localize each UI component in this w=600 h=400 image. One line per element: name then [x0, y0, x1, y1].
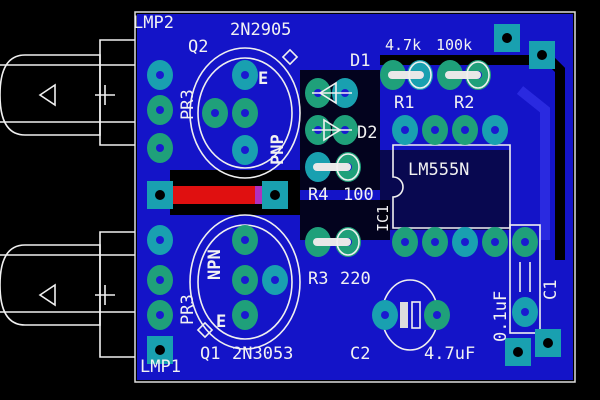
- drill-hole: [156, 236, 164, 244]
- label-q2-type: PNP: [268, 134, 288, 165]
- led-lmp2: [0, 39, 135, 146]
- drill-hole: [543, 338, 553, 348]
- drill-hole: [491, 126, 499, 134]
- label-pr3-bottom: PR3: [178, 294, 198, 325]
- label-r4: R4: [308, 185, 328, 205]
- drill-hole: [461, 238, 469, 246]
- drill-hole: [521, 308, 529, 316]
- label-r3: R3: [308, 269, 328, 289]
- label-c1-value: 0.1uF: [491, 291, 511, 342]
- drill-hole: [433, 311, 441, 319]
- drill-hole: [241, 71, 249, 79]
- label-r2: R2: [454, 93, 474, 113]
- drill-hole: [401, 126, 409, 134]
- drill-hole: [155, 345, 165, 355]
- drill-hole: [401, 238, 409, 246]
- resistor-bodies: [312, 61, 531, 329]
- label-r1-value: 4.7k: [385, 36, 421, 54]
- label-q2-part: 2N2905: [230, 20, 291, 40]
- drill-hole: [156, 144, 164, 152]
- drill-hole: [537, 50, 547, 60]
- label-c1: C1: [541, 280, 561, 300]
- drill-hole: [156, 276, 164, 284]
- copper-pour: [137, 14, 573, 380]
- drill-hole: [431, 238, 439, 246]
- drill-hole: [241, 311, 249, 319]
- led-lmp1: [0, 231, 135, 358]
- drill-hole: [271, 276, 279, 284]
- drill-hole: [241, 146, 249, 154]
- drill-hole: [491, 238, 499, 246]
- label-q1: Q1: [200, 344, 220, 364]
- drill-hole: [155, 190, 165, 200]
- label-lmp1: LMP1: [140, 357, 181, 377]
- drill-hole: [270, 190, 280, 200]
- label-d1: D1: [350, 51, 370, 71]
- label-pr3-top: PR3: [178, 89, 198, 120]
- label-ic1-part: LM555N: [408, 160, 469, 180]
- q2-outline: [189, 47, 301, 179]
- drill-hole: [241, 109, 249, 117]
- label-q1-emitter: E: [216, 312, 226, 332]
- label-r1: R1: [394, 93, 414, 113]
- label-r2-value: 100k: [436, 36, 472, 54]
- label-d2: D2: [357, 123, 377, 143]
- label-q2-emitter: E: [258, 69, 268, 89]
- drill-hole: [211, 109, 219, 117]
- board-outline: [134, 11, 576, 383]
- drill-hole: [521, 238, 529, 246]
- drill-hole: [461, 126, 469, 134]
- drill-hole: [156, 106, 164, 114]
- drill-hole: [241, 276, 249, 284]
- top-trace: [160, 186, 275, 204]
- label-c2-value: 4.7uF: [424, 344, 475, 364]
- label-q1-part: 2N3053: [232, 344, 293, 364]
- label-r3-value: 220: [340, 269, 371, 289]
- label-q1-type: NPN: [205, 249, 225, 280]
- label-r4-value: 100: [343, 185, 374, 205]
- label-c2: C2: [350, 344, 370, 364]
- drill-hole: [156, 311, 164, 319]
- drill-hole: [513, 347, 523, 357]
- drill-hole: [502, 33, 512, 43]
- label-ic1: IC1: [374, 205, 392, 232]
- drill-hole: [381, 311, 389, 319]
- drill-hole: [156, 71, 164, 79]
- drill-hole: [241, 236, 249, 244]
- label-q2: Q2: [188, 37, 208, 57]
- label-lmp2: LMP2: [133, 13, 174, 33]
- drill-hole: [431, 126, 439, 134]
